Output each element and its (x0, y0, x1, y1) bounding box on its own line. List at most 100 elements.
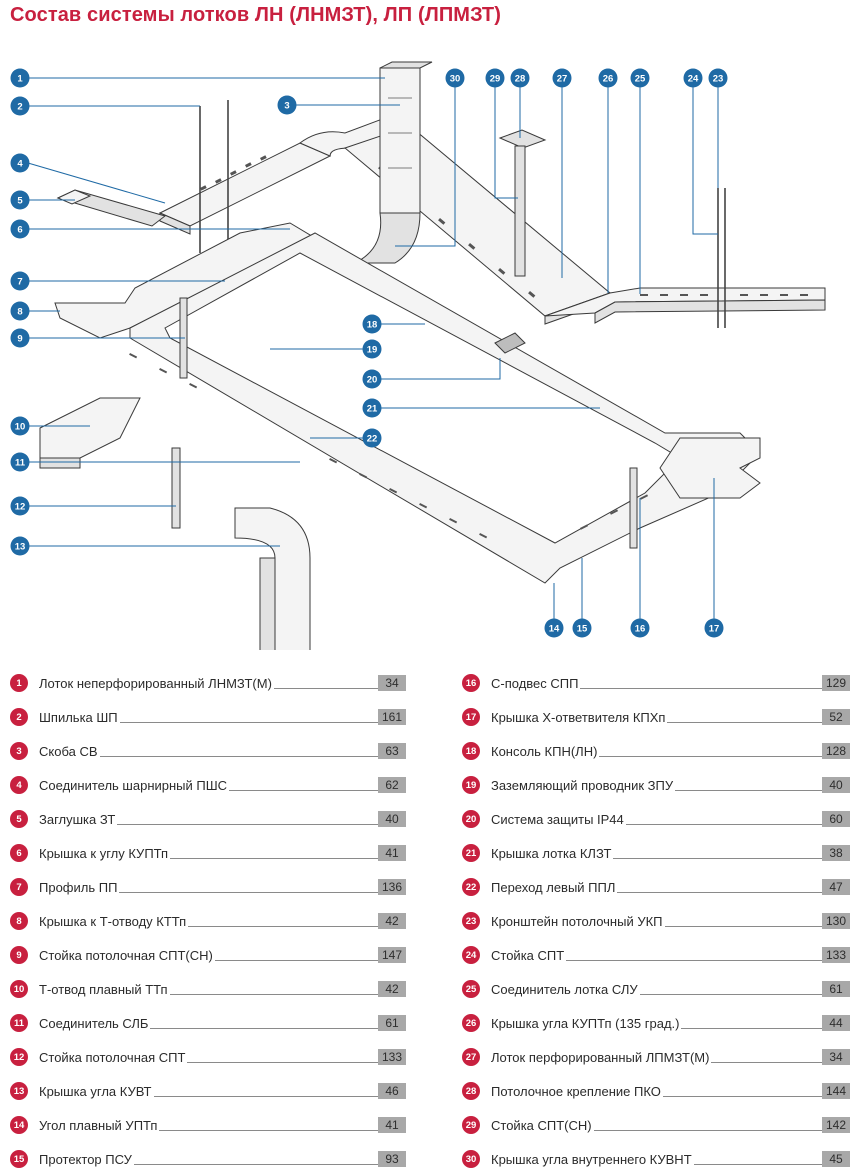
callout-8: 8 (10, 301, 30, 321)
legend-row: 27 Лоток перфорированный ЛПМЗТ(М) 34 (462, 1040, 850, 1074)
callout-circle (10, 68, 30, 88)
callout-16: 16 (630, 618, 650, 638)
legend-item-name: Шпилька ШП (39, 709, 120, 725)
legend-leader-line (664, 925, 822, 927)
callout-circle (630, 618, 650, 638)
legend-item-name: Переход левый ППЛ (491, 879, 618, 895)
legend-page-number: 38 (822, 845, 850, 861)
callout-circle (10, 452, 30, 472)
legend-number-badge: 22 (462, 878, 480, 896)
callout-2: 2 (10, 96, 30, 116)
legend-number-badge: 6 (10, 844, 28, 862)
legend-number-badge: 4 (10, 776, 28, 794)
legend-item-name: Соединитель лотка СЛУ (491, 981, 640, 997)
legend-number-badge: 17 (462, 708, 480, 726)
legend-page-number: 34 (822, 1049, 850, 1065)
callout-9: 9 (10, 328, 30, 348)
legend-leader-line (617, 891, 822, 893)
legend-number-badge: 12 (10, 1048, 28, 1066)
legend-leader-line (593, 1129, 822, 1131)
callout-circle (10, 190, 30, 210)
legend-item-name: Стойка потолочная СПТ (39, 1049, 188, 1065)
callout-circle (10, 416, 30, 436)
page-title: Состав системы лотков ЛН (ЛНМЗТ), ЛП (ЛП… (10, 4, 502, 26)
callout-number: 13 (15, 541, 26, 552)
legend-page-number: 40 (378, 811, 406, 827)
legend-page-number: 41 (378, 1117, 406, 1133)
callout-number: 2 (17, 101, 22, 112)
callout-12: 12 (10, 496, 30, 516)
legend-leader-line (580, 687, 822, 689)
callout-20: 20 (362, 369, 382, 389)
callout-circle (10, 153, 30, 173)
callout-circle (10, 271, 30, 291)
legend-number-badge: 15 (10, 1150, 28, 1168)
legend-number-badge: 21 (462, 844, 480, 862)
callout-1: 1 (10, 68, 30, 88)
callout-number: 19 (367, 344, 378, 355)
legend-page-number: 136 (378, 879, 406, 895)
legend-number-badge: 3 (10, 742, 28, 760)
legend-item-name: С-подвес СПП (491, 675, 581, 691)
callout-circle (683, 68, 703, 88)
legend-number-badge: 9 (10, 946, 28, 964)
callout-circle (10, 96, 30, 116)
legend-page-number: 62 (378, 777, 406, 793)
legend-leader-line (150, 1027, 378, 1029)
callout-circle (510, 68, 530, 88)
legend-page-number: 161 (378, 709, 406, 725)
callout-26: 26 (598, 68, 618, 88)
callout-10: 10 (10, 416, 30, 436)
callout-number: 30 (450, 73, 461, 84)
legend-leader-line (159, 1129, 378, 1131)
callout-number: 24 (688, 73, 699, 84)
callout-number: 14 (549, 623, 560, 634)
legend-item-name: Стойка СПТ(СН) (491, 1117, 594, 1133)
legend-item-name: Крышка к Т-отводу КТТп (39, 913, 189, 929)
callout-number: 28 (515, 73, 526, 84)
legend-leader-line (188, 925, 378, 927)
callout-29: 29 (485, 68, 505, 88)
legend-page-number: 147 (378, 947, 406, 963)
legend-leader-line (711, 1061, 822, 1063)
legend-item-name: Соединитель СЛБ (39, 1015, 151, 1031)
callout-circle (10, 496, 30, 516)
callout-number: 1 (17, 73, 23, 84)
legend-leader-line (625, 823, 822, 825)
callout-circle (10, 219, 30, 239)
legend-page-number: 45 (822, 1151, 850, 1167)
legend-number-badge: 27 (462, 1048, 480, 1066)
threaded-rods (199, 100, 726, 328)
legend-item-name: Лоток перфорированный ЛПМЗТ(М) (491, 1049, 712, 1065)
callout-number: 16 (635, 623, 646, 634)
legend-number-badge: 29 (462, 1116, 480, 1134)
callout-21: 21 (362, 398, 382, 418)
callout-circle (485, 68, 505, 88)
callout-circle (362, 398, 382, 418)
callout-11: 11 (10, 452, 30, 472)
legend-number-badge: 7 (10, 878, 28, 896)
callout-number: 5 (17, 195, 23, 206)
callout-18: 18 (362, 314, 382, 334)
callout-6: 6 (10, 219, 30, 239)
callout-circle (277, 95, 297, 115)
callout-19: 19 (362, 339, 382, 359)
legend-leader-line (229, 789, 378, 791)
legend-page-number: 46 (378, 1083, 406, 1099)
legend-leader-line (119, 891, 378, 893)
legend-leader-line (662, 1095, 822, 1097)
